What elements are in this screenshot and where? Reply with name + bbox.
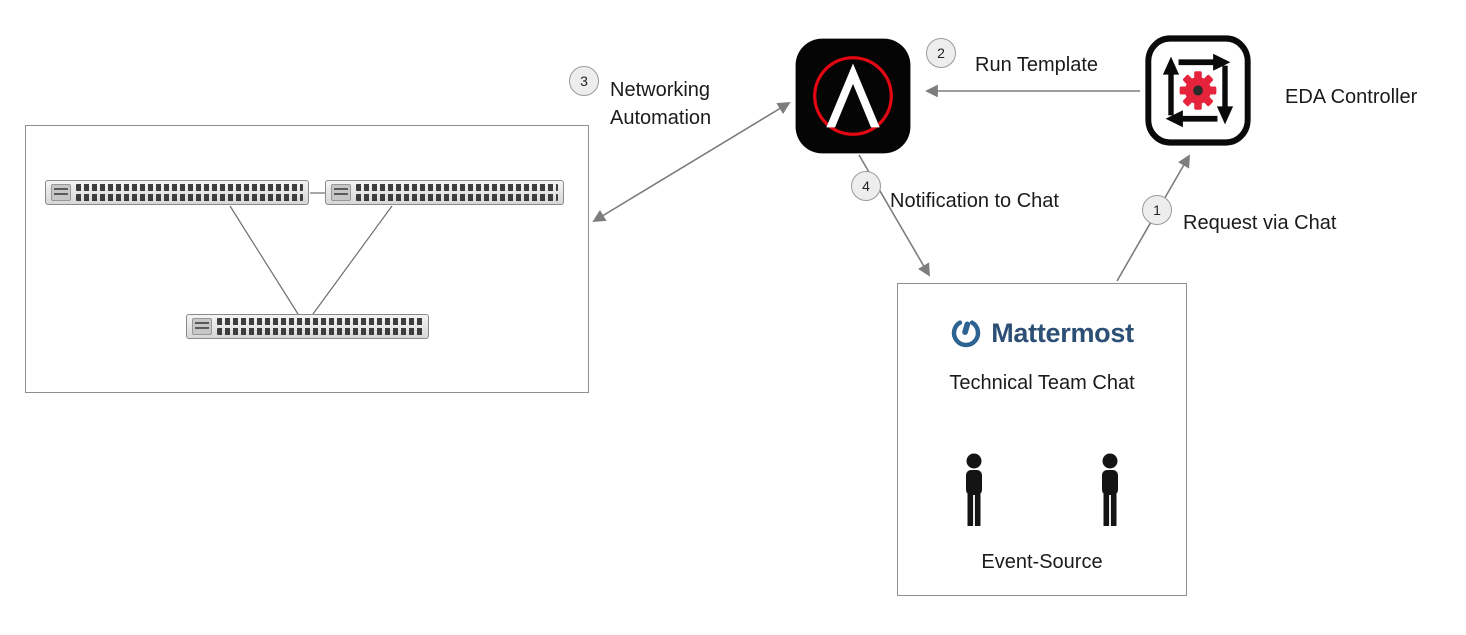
mattermost-logo xyxy=(952,320,981,348)
eda-controller-glyph xyxy=(1145,35,1251,146)
step-2-badge: 2 xyxy=(926,38,956,68)
chat-subtitle: Technical Team Chat xyxy=(949,372,1135,394)
step-2-number: 2 xyxy=(937,45,945,61)
mattermost-wordmark: Mattermost xyxy=(991,317,1134,348)
step-3-badge: 3 xyxy=(569,66,599,96)
step-1-label: Request via Chat xyxy=(1183,212,1337,234)
mattermost-logo-row: Mattermost xyxy=(897,317,1187,349)
step-4-number: 4 xyxy=(862,178,870,194)
network-topology-box xyxy=(25,125,589,393)
chat-box xyxy=(897,283,1187,596)
step-3-label: Networking Automation xyxy=(610,79,712,129)
chat-footer-label: Event-Source xyxy=(981,551,1103,573)
leaf02-switch-icon xyxy=(325,180,564,205)
switch-ports xyxy=(356,184,558,201)
leaf01-switch-icon xyxy=(45,180,309,205)
chat-box-content: Mattermost Technical Team Chat xyxy=(897,283,1187,596)
cycle-arrows-icon xyxy=(1168,59,1228,122)
step-4-badge: 4 xyxy=(851,171,881,201)
team-members xyxy=(897,453,1187,527)
step-2-label: Run Template xyxy=(975,54,1099,76)
step-1-badge: 1 xyxy=(1142,195,1172,225)
person-icon xyxy=(1102,453,1118,526)
switch-faceplate xyxy=(192,318,212,335)
person-icon xyxy=(966,453,982,526)
step-3-number: 3 xyxy=(580,73,588,89)
switch-faceplate xyxy=(331,184,351,201)
eda-controller-icon xyxy=(1144,34,1252,147)
step-4-label: Notification to Chat xyxy=(890,190,1059,212)
switch-faceplate xyxy=(51,184,71,201)
spine-switch-icon xyxy=(186,314,429,339)
ansible-logo-icon xyxy=(795,38,911,154)
step-1-number: 1 xyxy=(1153,202,1161,218)
eda-controller-label: EDA Controller xyxy=(1285,86,1418,108)
switch-ports xyxy=(76,184,303,201)
ansible-logo xyxy=(795,38,911,154)
switch-ports xyxy=(217,318,423,335)
